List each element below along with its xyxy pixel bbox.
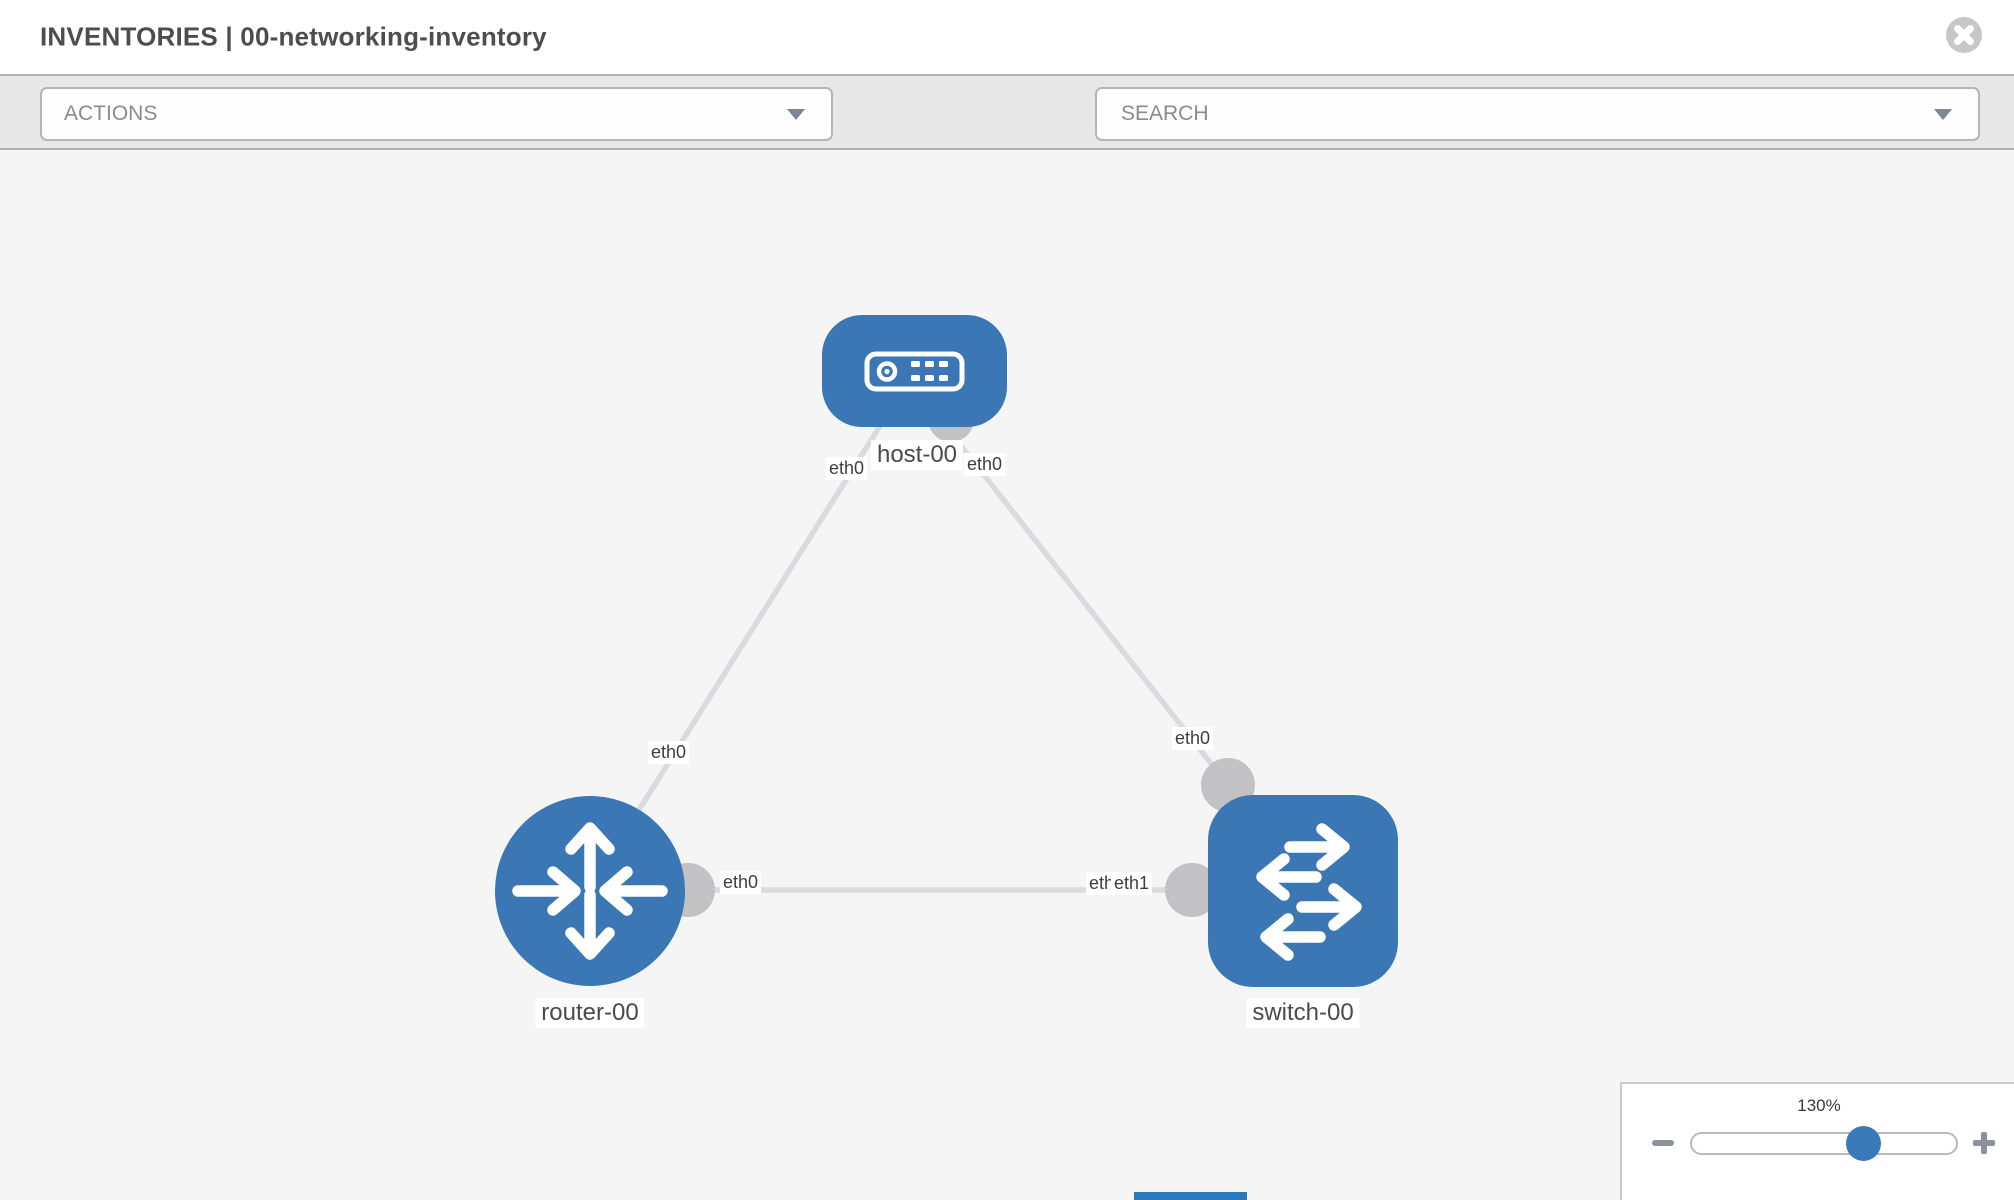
toolbar: ACTIONS SEARCH	[0, 74, 2014, 203]
if-label-host-left: eth0	[826, 457, 868, 480]
page-title: INVENTORIES | 00-networking-inventory	[40, 21, 547, 52]
topology-canvas[interactable]: eth0 eth0 eth0 eth0 eth0 eth1 eth1 host-…	[0, 150, 2014, 1200]
search-input[interactable]: SEARCH	[1095, 87, 1980, 141]
connector-switch-left	[1165, 863, 1219, 917]
edge-host-switch[interactable]	[914, 388, 1231, 787]
zoom-level-label: 130%	[1797, 1096, 1841, 1115]
zoom-in-button[interactable]	[1973, 1132, 1995, 1154]
search-placeholder: SEARCH	[1121, 102, 1209, 125]
switch-icon	[1256, 823, 1362, 961]
actions-dropdown-label: ACTIONS	[64, 102, 158, 125]
header: INVENTORIES | 00-networking-inventory	[0, 0, 2014, 74]
zoom-panel: 130%	[1620, 1082, 2014, 1200]
if-label-router-right: eth0	[720, 871, 762, 894]
zoom-slider-handle[interactable]	[1846, 1126, 1881, 1161]
node-host-00[interactable]	[822, 315, 1007, 427]
node-switch-00[interactable]	[1208, 795, 1398, 987]
zoom-out-button[interactable]	[1652, 1140, 1674, 1146]
if-label-switch-left: eth1	[1111, 872, 1153, 895]
host-icon	[864, 351, 965, 392]
if-label-router-top: eth0	[648, 741, 690, 764]
chevron-down-icon	[787, 109, 805, 121]
actions-dropdown[interactable]: ACTIONS	[40, 87, 833, 141]
zoom-slider-track[interactable]	[1690, 1132, 1958, 1155]
node-label-router: router-00	[535, 998, 645, 1028]
node-router-00[interactable]	[495, 796, 685, 986]
chevron-down-icon	[1934, 109, 1952, 121]
router-icon	[512, 822, 668, 960]
node-label-host: host-00	[870, 440, 964, 470]
close-icon[interactable]	[1945, 16, 1983, 54]
node-label-switch: switch-00	[1246, 998, 1360, 1028]
if-label-host-right: eth0	[964, 453, 1006, 476]
port-connectors	[661, 396, 1255, 917]
blue-indicator-bar	[1134, 1192, 1247, 1200]
if-label-switch-top: eth0	[1172, 727, 1214, 750]
